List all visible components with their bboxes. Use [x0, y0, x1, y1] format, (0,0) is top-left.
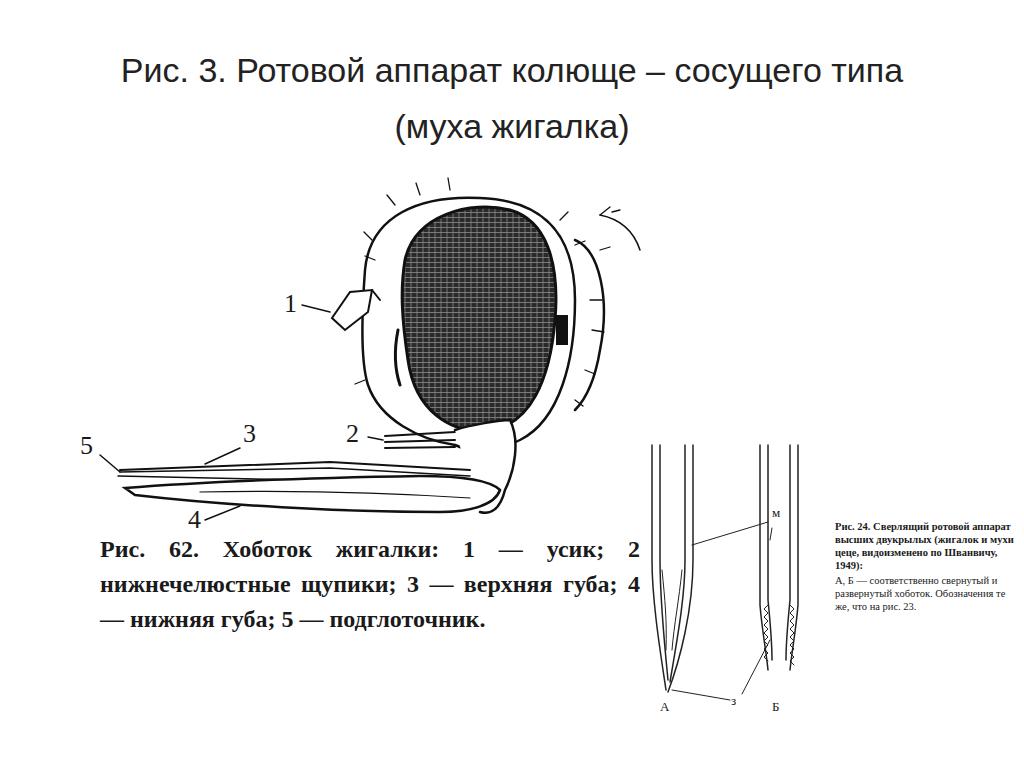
part-letter: з	[731, 694, 736, 708]
part-letter: А	[660, 700, 669, 714]
part-letter: м	[772, 506, 780, 520]
callout-number: 3	[243, 420, 256, 449]
part-letter: Б	[772, 700, 779, 714]
figure-caption: Рис. 62. Хоботок жигалки: 1 — усик; 2 ни…	[100, 532, 640, 637]
figure-caption: Рис. 24. Сверлящий ротовой аппарат высши…	[835, 520, 1020, 572]
callout-number: 4	[188, 506, 201, 535]
callout-number: 2	[346, 420, 359, 449]
figure-caption: А, Б — соответственно свернутый и развер…	[835, 574, 1020, 613]
slide-title: Рис. 3. Ротовой аппарат колюще – сосущег…	[82, 42, 942, 154]
callout-number: 5	[80, 432, 93, 461]
callout-number: 1	[284, 290, 297, 319]
